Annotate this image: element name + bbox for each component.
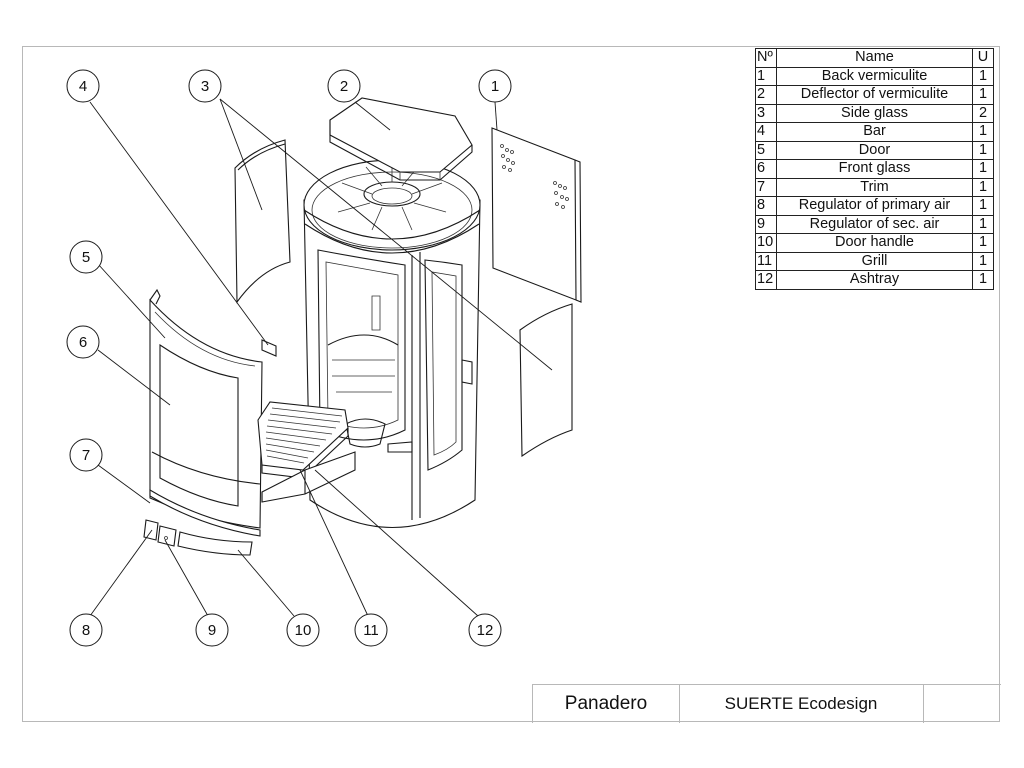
svg-text:8: 8 xyxy=(82,622,90,639)
callout-12: 12 xyxy=(468,613,502,647)
part-door xyxy=(149,288,263,529)
stove-body xyxy=(303,159,481,529)
svg-text:4: 4 xyxy=(79,78,87,95)
callout-1: 1 xyxy=(478,69,512,103)
title-model: SUERTE Ecodesign xyxy=(679,685,924,723)
svg-text:1: 1 xyxy=(491,78,499,95)
table-row: 5 Door 1 xyxy=(755,140,994,160)
part-deflector-vermiculite xyxy=(329,97,473,181)
row-units: 1 xyxy=(972,214,994,234)
svg-text:3: 3 xyxy=(201,78,209,95)
svg-text:6: 6 xyxy=(79,334,87,351)
table-row: 2 Deflector of vermiculite 1 xyxy=(755,85,994,105)
svg-text:12: 12 xyxy=(477,622,494,639)
title-brand: Panadero xyxy=(533,685,680,723)
row-number: 11 xyxy=(755,251,777,271)
title-empty-cell xyxy=(923,685,1001,723)
callout-8: 8 xyxy=(69,613,103,647)
table-row: 11 Grill 1 xyxy=(755,251,994,271)
row-name: Regulator of primary air xyxy=(776,196,973,216)
callout-6: 6 xyxy=(66,325,100,359)
part-side-glass-right xyxy=(519,303,573,458)
callout-5: 5 xyxy=(69,240,103,274)
row-units: 2 xyxy=(972,103,994,123)
row-number: 4 xyxy=(755,122,777,142)
callout-4: 4 xyxy=(66,69,100,103)
svg-text:9: 9 xyxy=(208,622,216,639)
part-regulators-and-handle xyxy=(143,519,253,556)
row-units: 1 xyxy=(972,159,994,179)
table-row: 9 Regulator of sec. air 1 xyxy=(755,214,994,234)
row-number: 8 xyxy=(755,196,777,216)
row-name: Deflector of vermiculite xyxy=(776,85,973,105)
parts-list-table: Nº Name U 1 Back vermiculite 1 2 Deflect… xyxy=(755,48,994,290)
row-name: Door handle xyxy=(776,233,973,253)
row-name: Front glass xyxy=(776,159,973,179)
table-row: 4 Bar 1 xyxy=(755,122,994,142)
row-number: 7 xyxy=(755,177,777,197)
row-number: 3 xyxy=(755,103,777,123)
parts-table-header: Nº Name U xyxy=(755,48,994,68)
table-row: 10 Door handle 1 xyxy=(755,233,994,253)
row-number: 10 xyxy=(755,233,777,253)
svg-text:2: 2 xyxy=(340,78,348,95)
row-units: 1 xyxy=(972,251,994,271)
row-units: 1 xyxy=(972,177,994,197)
row-number: 9 xyxy=(755,214,777,234)
header-units: U xyxy=(972,48,994,68)
row-units: 1 xyxy=(972,122,994,142)
callout-2: 2 xyxy=(327,69,361,103)
row-number: 2 xyxy=(755,85,777,105)
svg-text:7: 7 xyxy=(82,447,90,464)
callout-11: 11 xyxy=(354,613,388,647)
row-number: 5 xyxy=(755,140,777,160)
part-bar xyxy=(261,339,277,357)
row-name: Regulator of sec. air xyxy=(776,214,973,234)
row-units: 1 xyxy=(972,233,994,253)
row-units: 1 xyxy=(972,66,994,86)
row-number: 6 xyxy=(755,159,777,179)
callout-9: 9 xyxy=(195,613,229,647)
table-row: 6 Front glass 1 xyxy=(755,159,994,179)
row-name: Bar xyxy=(776,122,973,142)
table-row: 8 Regulator of primary air 1 xyxy=(755,196,994,216)
part-trim xyxy=(149,489,261,537)
row-name: Door xyxy=(776,140,973,160)
table-row: 12 Ashtray 1 xyxy=(755,270,994,290)
callout-7: 7 xyxy=(69,438,103,472)
part-side-glass-left xyxy=(234,139,291,304)
row-units: 1 xyxy=(972,85,994,105)
row-units: 1 xyxy=(972,196,994,216)
part-back-vermiculite xyxy=(491,127,582,303)
svg-text:5: 5 xyxy=(82,249,90,266)
row-name: Ashtray xyxy=(776,270,973,290)
header-name: Name xyxy=(776,48,973,68)
header-number: Nº xyxy=(755,48,777,68)
row-name: Side glass xyxy=(776,103,973,123)
row-units: 1 xyxy=(972,270,994,290)
part-front-glass xyxy=(159,343,239,507)
svg-text:10: 10 xyxy=(295,622,312,639)
callout-10: 10 xyxy=(286,613,320,647)
title-block: Panadero SUERTE Ecodesign xyxy=(532,684,1001,723)
row-number: 12 xyxy=(755,270,777,290)
row-units: 1 xyxy=(972,140,994,160)
drawing-sheet-border xyxy=(22,46,1000,722)
table-row: 7 Trim 1 xyxy=(755,177,994,197)
leader-lines xyxy=(89,98,553,617)
row-number: 1 xyxy=(755,66,777,86)
table-row: 3 Side glass 2 xyxy=(755,103,994,123)
callout-3: 3 xyxy=(188,69,222,103)
table-row: 1 Back vermiculite 1 xyxy=(755,66,994,86)
svg-text:11: 11 xyxy=(363,622,379,639)
row-name: Grill xyxy=(776,251,973,271)
row-name: Trim xyxy=(776,177,973,197)
part-ashtray xyxy=(261,451,356,503)
row-name: Back vermiculite xyxy=(776,66,973,86)
